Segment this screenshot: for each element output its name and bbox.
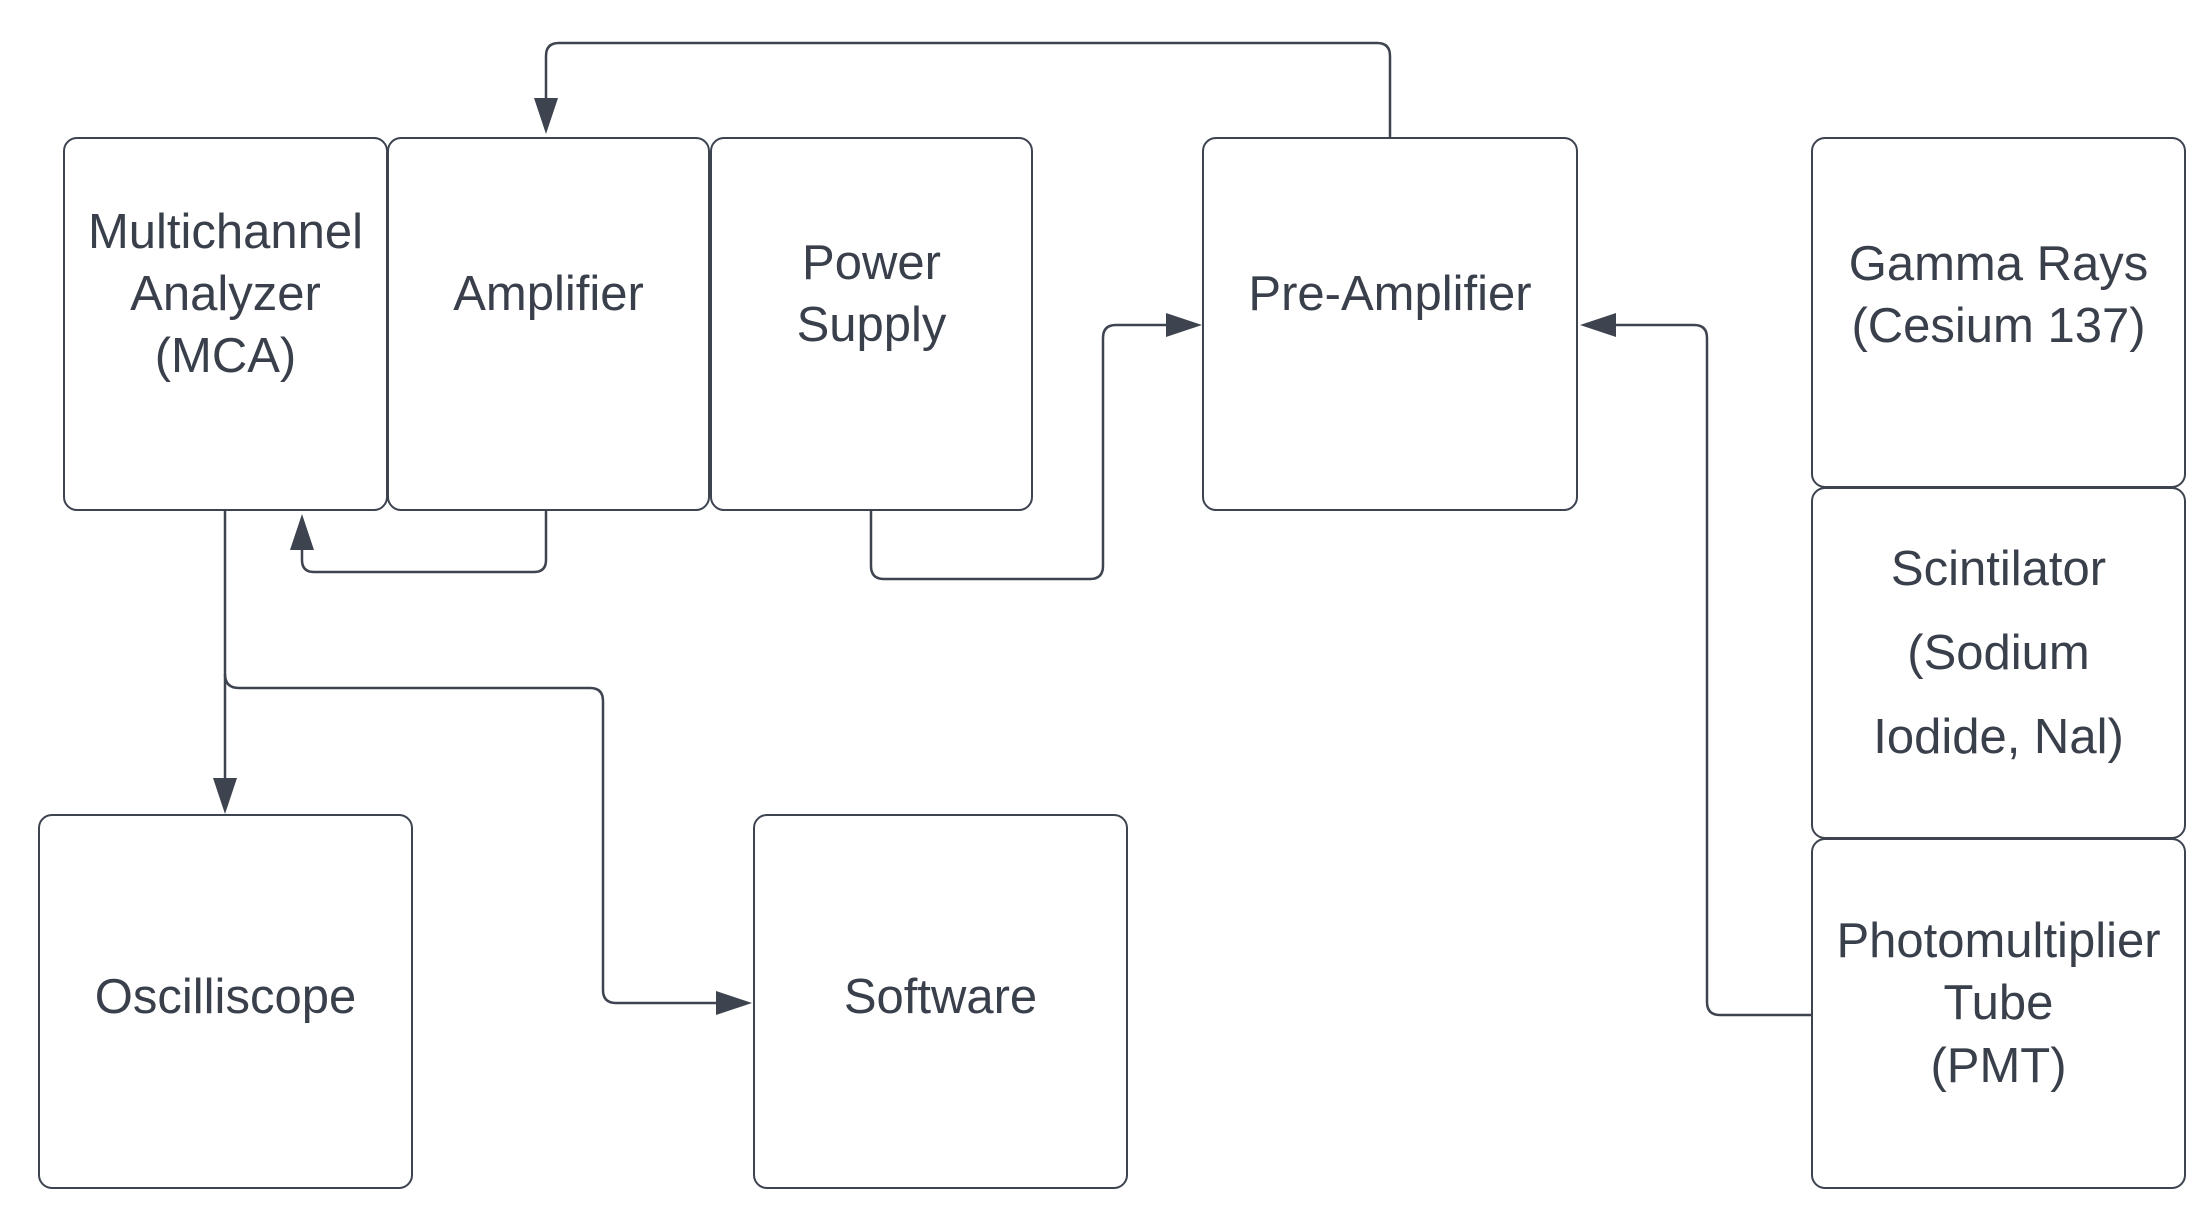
pmt-label: Photomultiplier Tube (PMT) bbox=[1836, 914, 2161, 1093]
amplifier-box: Amplifier bbox=[387, 137, 710, 511]
power-supply-box: Power Supply bbox=[710, 137, 1033, 511]
connector-mca-to-software bbox=[223, 673, 718, 1005]
arrowhead-into-amplifier bbox=[534, 98, 558, 134]
scintillator-label: Scintilator (Sodium Iodide, Nal) bbox=[1873, 542, 2124, 764]
pre-amplifier-label: Pre-Amplifier bbox=[1248, 266, 1532, 321]
power-supply-label: Power Supply bbox=[796, 235, 947, 352]
connector-power-to-preamp bbox=[869, 323, 1168, 581]
gamma-rays-label: Gamma Rays (Cesium 137) bbox=[1848, 236, 2149, 353]
arrowhead-into-software bbox=[716, 991, 752, 1015]
mca-label: Multichannel Analyzer (MCA) bbox=[87, 204, 364, 384]
arrowhead-into-mca bbox=[290, 514, 314, 550]
arrowhead-into-preamp-right bbox=[1580, 313, 1616, 337]
oscilloscope-label: Oscilliscope bbox=[94, 970, 357, 1025]
connector-amplifier-to-mca bbox=[300, 511, 548, 574]
arrowhead-into-oscilloscope bbox=[213, 778, 237, 814]
connector-pmt-to-preamp bbox=[1614, 323, 1811, 1017]
connector-preamp-to-amplifier bbox=[544, 41, 1392, 137]
oscilloscope-box: Oscilliscope bbox=[38, 814, 413, 1189]
pre-amplifier-box: Pre-Amplifier bbox=[1202, 137, 1578, 511]
scintillator-box: Scintilator (Sodium Iodide, Nal) bbox=[1811, 487, 2186, 839]
arrowhead-into-preamp-left bbox=[1166, 313, 1202, 337]
amplifier-label: Amplifier bbox=[453, 266, 644, 321]
gamma-rays-box: Gamma Rays (Cesium 137) bbox=[1811, 137, 2186, 488]
pmt-box: Photomultiplier Tube (PMT) bbox=[1811, 838, 2186, 1189]
mca-box: Multichannel Analyzer (MCA) bbox=[63, 137, 388, 511]
software-box: Software bbox=[753, 814, 1128, 1189]
software-label: Software bbox=[843, 970, 1038, 1025]
